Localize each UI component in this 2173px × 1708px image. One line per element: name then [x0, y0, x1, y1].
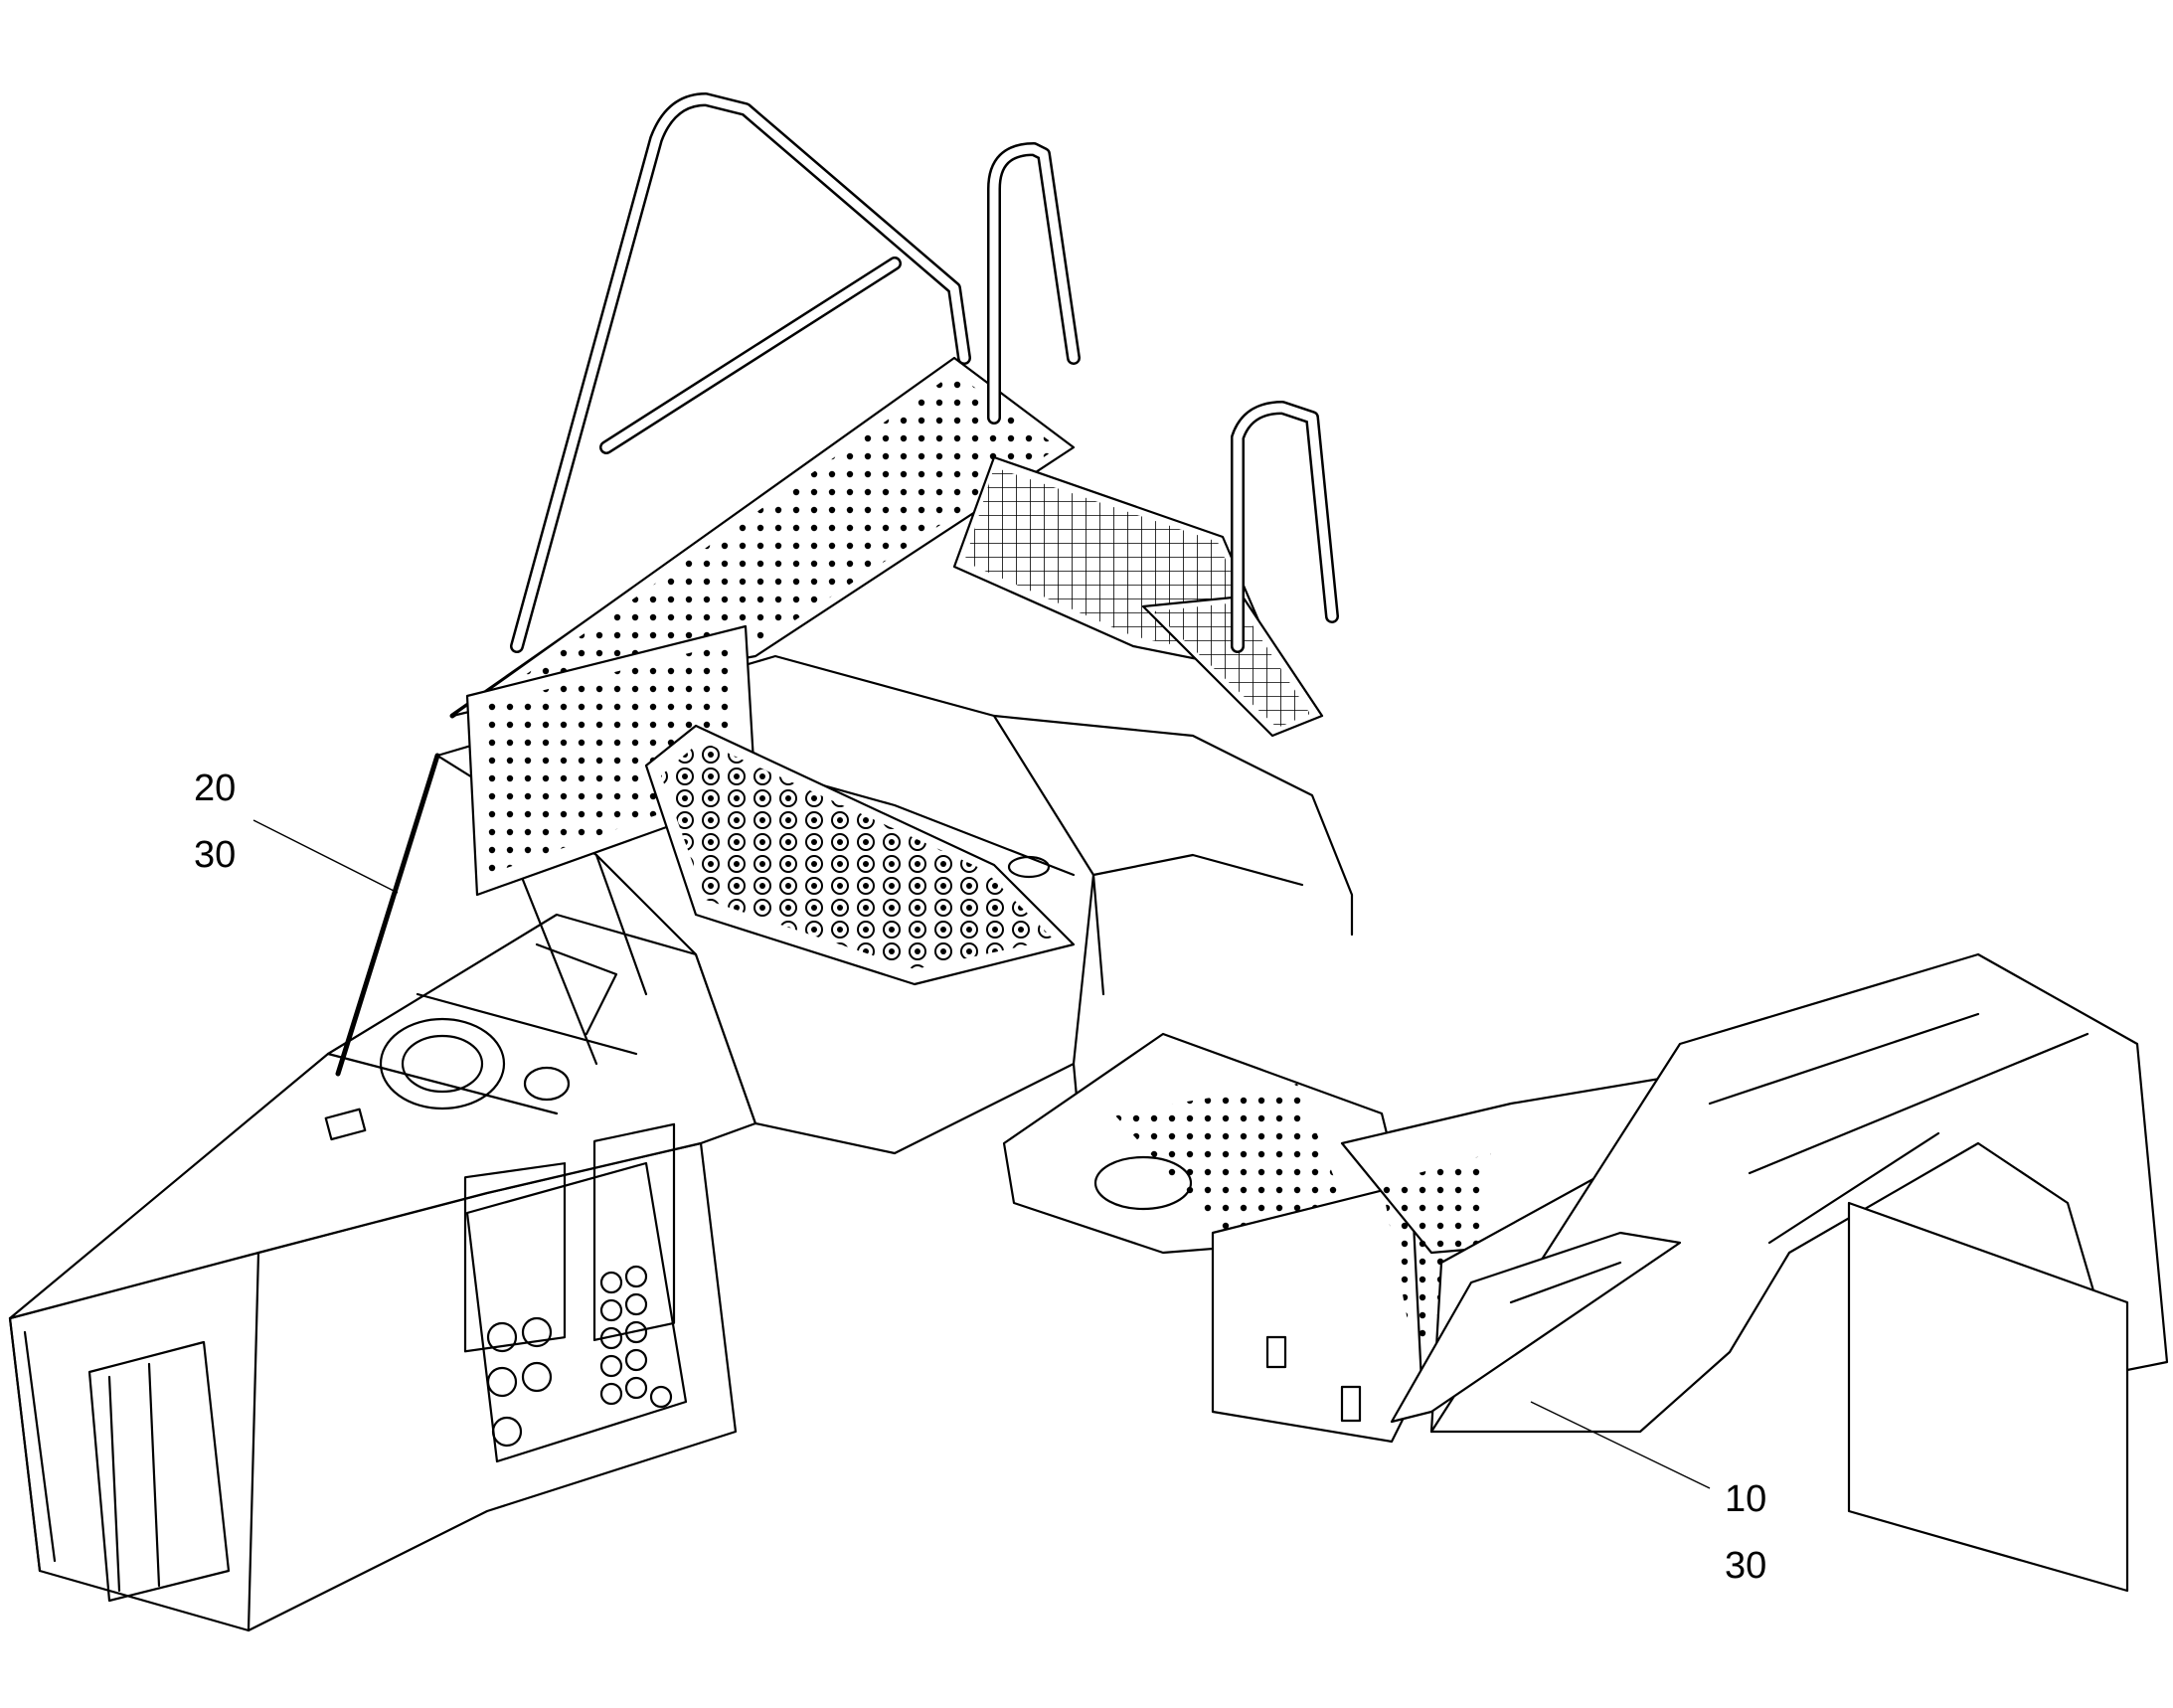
front-fender-assembly: [1002, 952, 2169, 1593]
perforated-step: [644, 724, 1076, 986]
callout-right-line-1: 10: [1725, 1478, 1766, 1520]
operator-platform: [450, 356, 1324, 897]
callout-left-line-1: 20: [194, 768, 236, 809]
callout-left-line-2: 30: [194, 834, 236, 876]
callout-right: 10 30: [1725, 1478, 1766, 1587]
handrail: [510, 92, 1339, 653]
rear-hood-assembly: [8, 913, 757, 1632]
callout-right-line-2: 30: [1725, 1545, 1766, 1587]
callout-left: 20 30: [194, 768, 236, 876]
leader-line-right: [1530, 1401, 1711, 1489]
leader-line-left: [252, 819, 399, 894]
connector-sockets: [486, 1265, 673, 1448]
